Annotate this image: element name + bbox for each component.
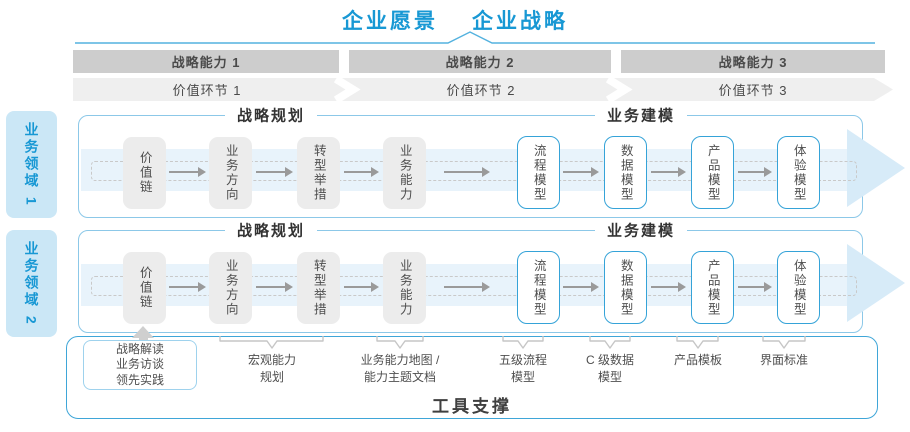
tool-support-title: 工具支撑 — [432, 397, 512, 416]
flow-arrow-icon — [344, 282, 379, 292]
up-arrow-icon — [132, 326, 154, 338]
flow-arrow-icon — [563, 282, 599, 292]
practice-note-box: 战略解读 业务访谈 领先实践 — [83, 340, 197, 390]
flow-arrow-icon — [169, 282, 206, 292]
stage-value-chain: 价值链 — [123, 252, 166, 324]
vision-connector-line — [75, 31, 875, 44]
stage-business-direction: 业务方向 — [209, 137, 252, 209]
stage-value-chain: 价值链 — [123, 137, 166, 209]
stage-experience-model: 体验模型 — [777, 251, 820, 324]
domain-row-1: 战略规划 业务建模 价值链 业务方向 转型举措 业务能力 流程模型 数据模型 产… — [78, 104, 905, 218]
flow-arrow-icon — [651, 282, 686, 292]
practice-line: 战略解读 — [115, 341, 164, 356]
value-chain-chevron-band — [73, 78, 893, 101]
capability-bar-3: 战略能力 3 — [621, 50, 885, 73]
enterprise-vision-title: 企业愿景 — [342, 10, 438, 33]
value-link-3: 价值环节 3 — [718, 83, 788, 98]
flow-arrow-icon — [256, 167, 293, 177]
tool-support-container — [66, 336, 878, 419]
value-link-1: 价值环节 1 — [172, 83, 242, 98]
section-strategic-planning: 战略规划 — [224, 104, 318, 126]
stage-data-model: 数据模型 — [604, 136, 647, 209]
business-domain-1: 业务领域 1 — [6, 111, 57, 218]
flow-arrow-icon — [256, 282, 293, 292]
value-link-2: 价值环节 2 — [446, 83, 516, 98]
section-business-modeling: 业务建模 — [594, 219, 688, 241]
domain-row-2: 战略规划 业务建模 价值链 业务方向 转型举措 业务能力 流程模型 数据模型 产… — [78, 219, 905, 333]
stage-business-capability: 业务能力 — [383, 252, 426, 324]
stage-transformation-initiatives: 转型举措 — [297, 252, 340, 324]
stage-product-model: 产品模型 — [691, 251, 734, 324]
section-strategic-planning: 战略规划 — [224, 219, 318, 241]
flow-arrow-icon — [169, 167, 206, 177]
capability-bar-1: 战略能力 1 — [73, 50, 339, 73]
stage-experience-model: 体验模型 — [777, 136, 820, 209]
annotation-c-level-data-model: C 级数据 模型 — [585, 353, 635, 385]
stage-process-model: 流程模型 — [517, 136, 560, 209]
practice-line: 领先实践 — [115, 372, 164, 387]
annotation-product-template: 产品模板 — [673, 353, 723, 367]
stage-process-model: 流程模型 — [517, 251, 560, 324]
enterprise-strategy-title: 企业战略 — [472, 10, 568, 33]
flow-arrow-icon — [738, 282, 772, 292]
flow-arrow-icon — [444, 167, 490, 177]
flow-arrow-icon — [344, 167, 379, 177]
stage-business-capability: 业务能力 — [383, 137, 426, 209]
stage-business-direction: 业务方向 — [209, 252, 252, 324]
flow-arrow-icon — [738, 167, 772, 177]
annotation-macro-capability-planning: 宏观能力 规划 — [247, 353, 297, 385]
stage-data-model: 数据模型 — [604, 251, 647, 324]
annotation-five-level-process-model: 五级流程 模型 — [498, 353, 548, 385]
capability-bar-2: 战略能力 2 — [349, 50, 611, 73]
top-titles: 企业愿景 企业战略 — [0, 5, 910, 35]
dashed-track — [91, 276, 857, 296]
practice-line: 业务访谈 — [115, 357, 164, 372]
section-business-modeling: 业务建模 — [594, 104, 688, 126]
stage-transformation-initiatives: 转型举措 — [297, 137, 340, 209]
stage-product-model: 产品模型 — [691, 136, 734, 209]
annotation-interface-standard: 界面标准 — [759, 353, 809, 367]
dashed-track — [91, 161, 857, 181]
flow-arrow-icon — [563, 167, 599, 177]
annotation-capability-map: 业务能力地图 / 能力主题文档 — [360, 353, 440, 385]
flow-arrow-icon — [444, 282, 490, 292]
business-domain-2: 业务领域 2 — [6, 230, 57, 337]
flow-arrow-icon — [651, 167, 686, 177]
